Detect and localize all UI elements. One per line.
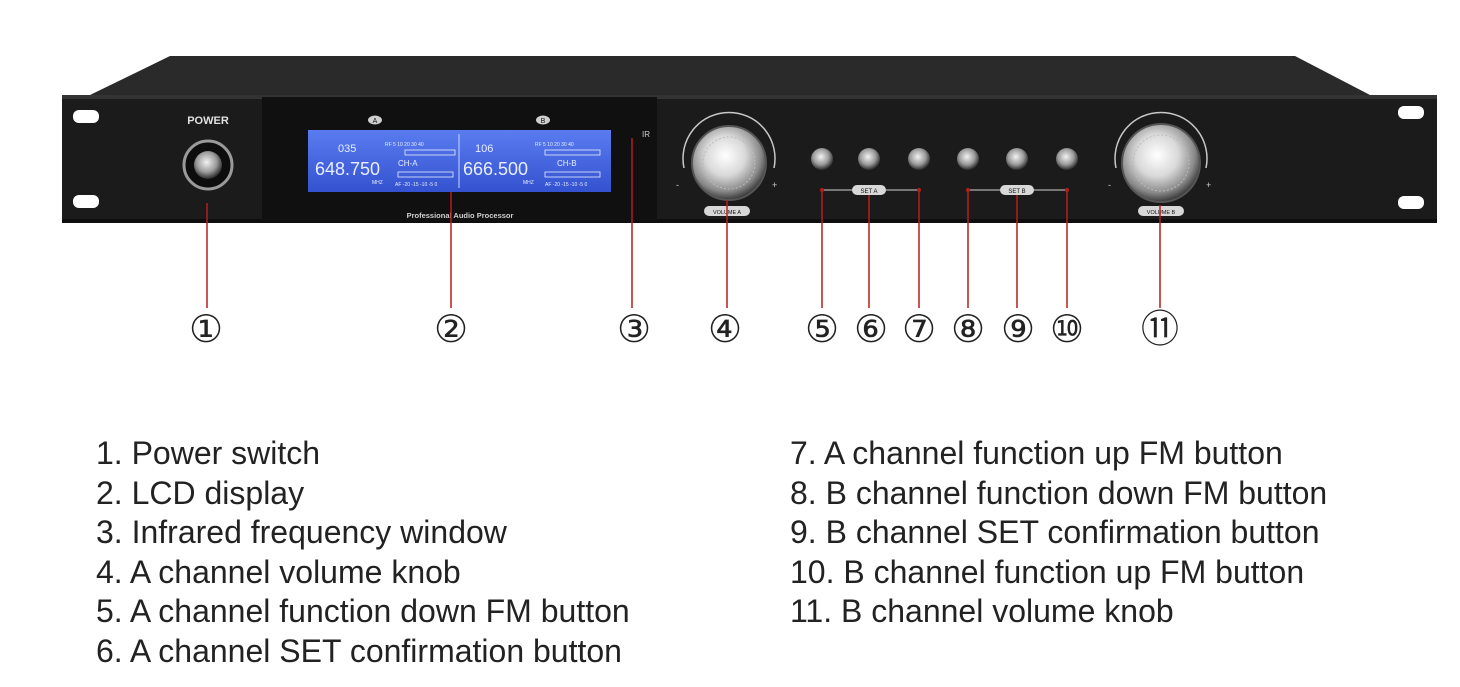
lcd-mhz-b: MHZ: [523, 180, 534, 186]
svg-text:+: +: [772, 180, 777, 190]
callout-3: ③: [617, 309, 651, 351]
legend-right: 7. A channel function up FM button 8. B …: [790, 434, 1327, 632]
rack-slot: [73, 195, 99, 208]
callout-7: ⑦: [902, 309, 936, 351]
b-function-up-button[interactable]: [1056, 148, 1078, 170]
b-function-down-button[interactable]: [957, 148, 979, 170]
lcd-rf-scale-a: RF 5 10 20 30 40: [385, 142, 424, 148]
volume-b-knob[interactable]: [1121, 123, 1201, 203]
leader-lines: [206, 138, 1161, 308]
callout-11: ⑪: [1141, 309, 1179, 351]
rack-slot: [1398, 196, 1424, 209]
legend-item: 4. A channel volume knob: [96, 553, 461, 590]
callout-1: ①: [189, 309, 223, 351]
lcd-freq-b: 666.500: [463, 159, 528, 179]
lcd-rf-scale-b: RF 5 10 20 30 40: [535, 142, 574, 148]
legend-item: 10. B channel function up FM button: [790, 553, 1305, 590]
legend-item: 7. A channel function up FM button: [790, 435, 1283, 471]
b-set-button[interactable]: [1006, 148, 1028, 170]
lcd-group-a: 035: [338, 143, 356, 155]
lcd-tag-a: A: [373, 118, 378, 125]
lcd-mhz-a: MHZ: [372, 180, 383, 186]
legend-item: 11. B channel volume knob: [790, 593, 1174, 629]
lcd-ch-b: CH-B: [557, 159, 577, 168]
legend-item: 8. B channel function down FM button: [790, 474, 1328, 511]
chassis-top: [90, 56, 1370, 95]
a-function-down-button[interactable]: [811, 148, 833, 170]
rack-slot: [1398, 106, 1424, 119]
callout-10: ⑩: [1050, 309, 1084, 351]
legend-item: 6. A channel SET confirmation button: [96, 632, 622, 669]
lcd-af-scale-b: AF -20 -15 -10 -5 0: [545, 182, 587, 188]
lcd-af-scale-a: AF -20 -15 -10 -5 0: [395, 182, 437, 188]
set-a-label: SET A: [861, 189, 878, 195]
svg-text:-: -: [1108, 180, 1111, 190]
callout-9: ⑨: [1001, 309, 1035, 351]
svg-text:+: +: [1206, 180, 1211, 190]
set-b-label: SET B: [1008, 189, 1025, 195]
panel-subtitle: Professional Audio Processor: [407, 211, 514, 220]
callout-2: ②: [434, 309, 468, 351]
callout-4: ④: [708, 309, 742, 351]
volume-b-label: VOLUME B: [1147, 210, 1176, 216]
legend-left: 1. Power switch 2. LCD display 3. Infrar…: [96, 434, 630, 671]
lcd-freq-a: 648.750: [315, 159, 380, 179]
lcd-tag-b: B: [541, 118, 546, 125]
a-function-up-button[interactable]: [908, 148, 930, 170]
legend-item: 1. Power switch: [96, 435, 321, 471]
legend-item: 3. Infrared frequency window: [96, 514, 507, 550]
legend-item: 5. A channel function down FM button: [96, 593, 630, 629]
lcd-group-b: 106: [475, 143, 493, 155]
svg-text:-: -: [676, 180, 679, 190]
legend-item: 2. LCD display: [96, 474, 305, 511]
lcd-ch-a: CH-A: [398, 159, 418, 168]
ir-label: IR: [642, 130, 650, 139]
power-label: POWER: [187, 115, 229, 127]
legend-item: 9. B channel SET confirmation button: [790, 514, 1320, 550]
callout-6: ⑥: [854, 309, 888, 351]
callout-8: ⑧: [951, 309, 985, 351]
rack-slot: [73, 110, 99, 123]
callout-5: ⑤: [805, 309, 839, 351]
a-set-button[interactable]: [858, 148, 880, 170]
